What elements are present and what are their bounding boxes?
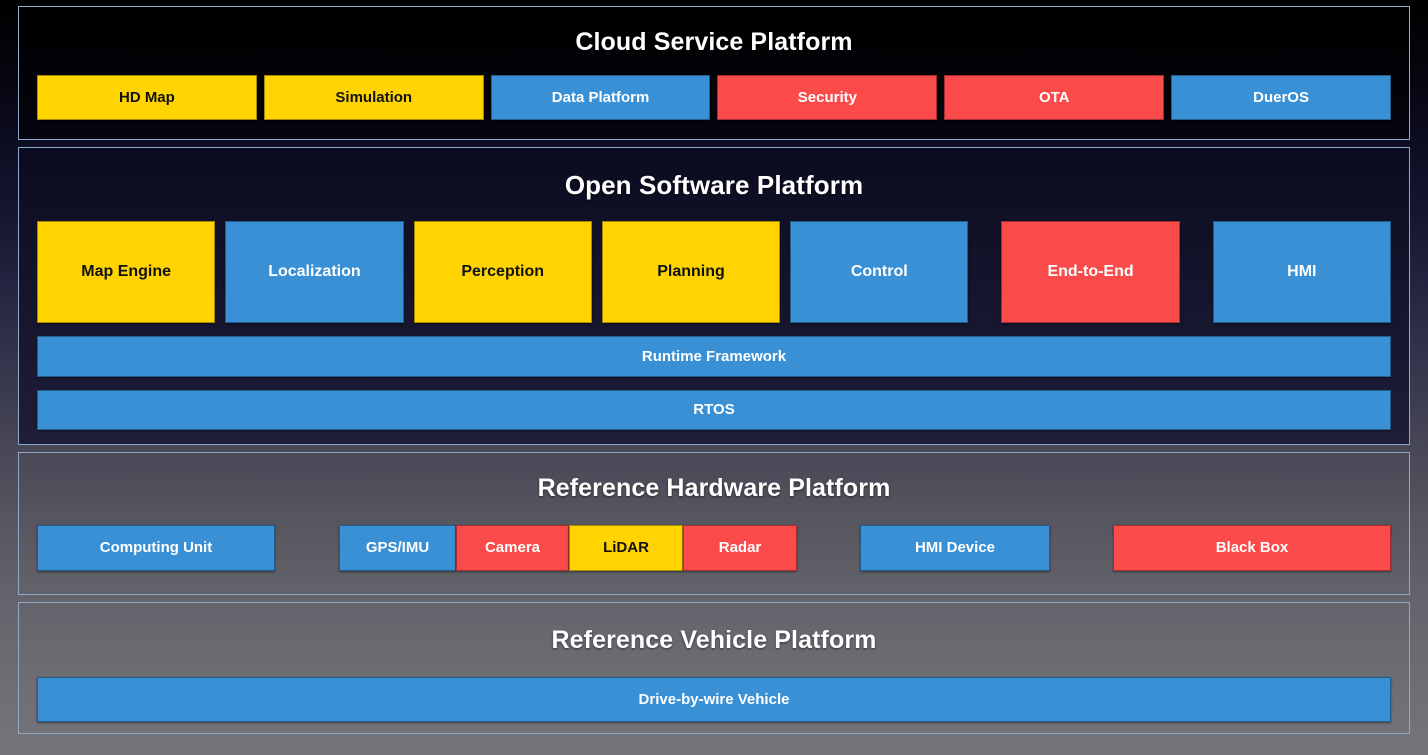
box-control[interactable]: Control [790,221,969,323]
box-end-to-end[interactable]: End-to-End [1001,221,1180,323]
layer-cloud-service-platform: Cloud Service Platform HD Map Simulation… [18,6,1410,140]
box-planning[interactable]: Planning [601,221,781,323]
box-simulation[interactable]: Simulation [263,75,484,120]
box-gps-imu[interactable]: GPS/IMU [339,525,456,571]
layer-reference-vehicle-platform: Reference Vehicle Platform Drive-by-wire… [18,602,1410,734]
layer-open-software-platform: Open Software Platform Map Engine Locali… [18,147,1410,445]
layer-title-reference-hardware-platform: Reference Hardware Platform [537,474,891,502]
box-black-box[interactable]: Black Box [1113,525,1391,571]
box-data-platform[interactable]: Data Platform [490,75,711,120]
layer-title-reference-vehicle-platform: Reference Vehicle Platform [551,626,877,654]
cloud-service-box-row: HD Map Simulation Data Platform Security… [37,75,1391,120]
box-security[interactable]: Security [717,75,938,120]
layer-title-cloud-service-platform: Cloud Service Platform [575,28,853,56]
box-drive-by-wire-vehicle[interactable]: Drive-by-wire Vehicle [37,677,1391,722]
spacer [404,221,414,323]
box-camera[interactable]: Camera [456,525,569,571]
box-runtime-framework[interactable]: Runtime Framework [37,336,1391,377]
spacer [968,221,1001,323]
box-dueros[interactable]: DuerOS [1171,75,1391,120]
box-map-engine[interactable]: Map Engine [37,221,216,323]
box-hd-map[interactable]: HD Map [37,75,257,120]
spacer [592,221,602,323]
box-hmi-device[interactable]: HMI Device [860,525,1050,571]
layer-title-open-software-platform: Open Software Platform [564,170,864,200]
spacer [215,221,225,323]
layer-reference-hardware-platform: Reference Hardware Platform Computing Un… [18,452,1410,595]
box-computing-unit[interactable]: Computing Unit [37,525,275,571]
box-radar[interactable]: Radar [683,525,797,571]
box-ota[interactable]: OTA [944,75,1165,120]
open-software-box-row: Map Engine Localization Perception Plann… [37,221,1391,323]
box-rtos[interactable]: RTOS [37,389,1391,430]
box-hmi[interactable]: HMI [1212,221,1391,323]
reference-vehicle-box-row: Drive-by-wire Vehicle [37,677,1391,722]
box-lidar[interactable]: LiDAR [569,525,683,571]
spacer [780,221,790,323]
box-localization[interactable]: Localization [225,221,404,323]
spacer [1180,221,1213,323]
reference-hardware-box-row: Computing Unit GPS/IMU Camera LiDAR Rada… [37,525,1391,571]
box-perception[interactable]: Perception [413,221,592,323]
